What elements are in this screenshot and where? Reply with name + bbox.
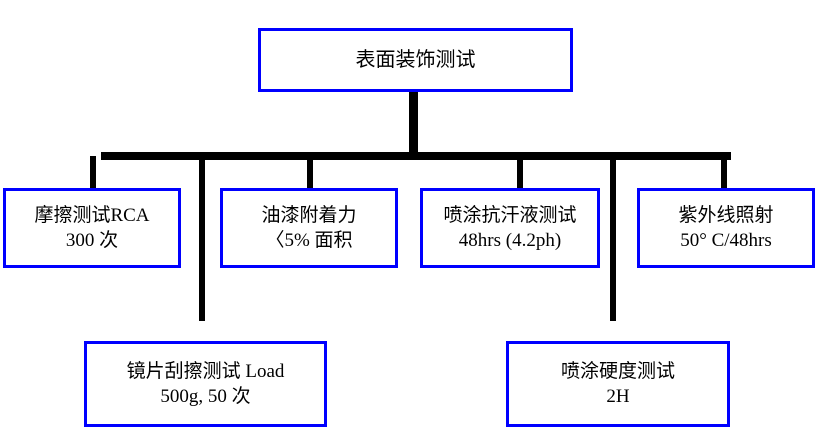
node-root-label: 表面装饰测试: [355, 48, 476, 71]
node-sweat-resistance-line2: 48hrs (4.2ph): [458, 230, 562, 251]
node-paint-adhesion-line1: 油漆附着力: [261, 204, 357, 226]
connector-drop-paint-adhesion: [307, 156, 313, 189]
connector-drop-lens-scratch: [199, 156, 205, 321]
connector-drop-sweat-resistance: [517, 156, 523, 189]
node-lens-scratch-line2: 500g, 50 次: [160, 386, 251, 407]
node-uv-exposure-line1: 紫外线照射: [678, 204, 774, 226]
node-lens-scratch[interactable]: 镜片刮擦测试 Load 500g, 50 次: [84, 341, 327, 427]
connector-drop-rca: [90, 156, 96, 189]
node-paint-adhesion[interactable]: 油漆附着力 〈5% 面积: [220, 188, 398, 268]
connector-drop-uv-exposure: [721, 156, 727, 189]
node-sweat-resistance[interactable]: 喷涂抗汗液测试 48hrs (4.2ph): [420, 188, 600, 268]
node-rca[interactable]: 摩擦测试RCA 300 次: [3, 188, 181, 268]
node-coating-hardness-line2: 2H: [606, 386, 630, 407]
connector-drop-coating-hardness: [610, 156, 616, 321]
node-sweat-resistance-line1: 喷涂抗汗液测试: [443, 204, 577, 226]
node-uv-exposure-line2: 50° C/48hrs: [680, 230, 772, 251]
node-uv-exposure[interactable]: 紫外线照射 50° C/48hrs: [637, 188, 815, 268]
node-paint-adhesion-line2: 〈5% 面积: [265, 230, 353, 251]
connector-horizontal-bus: [101, 152, 731, 160]
connector-root-stem: [409, 92, 418, 157]
node-rca-line2: 300 次: [65, 230, 119, 251]
node-coating-hardness-line1: 喷涂硬度测试: [560, 360, 675, 382]
node-root[interactable]: 表面装饰测试: [258, 28, 573, 92]
node-rca-line1: 摩擦测试RCA: [34, 204, 150, 226]
node-coating-hardness[interactable]: 喷涂硬度测试 2H: [506, 341, 730, 427]
node-lens-scratch-line1: 镜片刮擦测试 Load: [126, 360, 285, 382]
